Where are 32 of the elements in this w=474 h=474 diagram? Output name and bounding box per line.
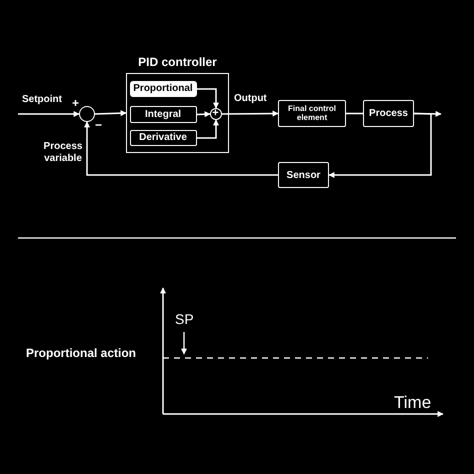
connector-arrow: [196, 111, 211, 118]
summing-junction: [79, 106, 95, 122]
block-label: Sensor: [286, 170, 320, 180]
block-box: [130, 80, 196, 96]
edge-label: Setpoint: [22, 94, 62, 106]
connector-arrow: [197, 88, 219, 109]
connector-arrow: [94, 110, 127, 116]
axis-label: Proportional action: [26, 346, 136, 360]
edge-label: Process variable: [42, 141, 84, 165]
block-box: [278, 162, 329, 188]
block-label: Final control element: [287, 104, 337, 122]
block-box: [130, 130, 196, 146]
connector-arrow: [18, 111, 80, 117]
axis-label: Time: [394, 393, 432, 414]
block-box: [278, 100, 346, 127]
connector-arrow: [222, 110, 279, 117]
block-label: Proportional: [133, 83, 193, 94]
summing-junction: [210, 108, 222, 120]
sign-label: −: [95, 118, 102, 132]
connector-arrow: [328, 112, 432, 178]
group-title: PID controller: [137, 56, 218, 70]
block-label: Process: [369, 108, 408, 119]
block-box: [130, 106, 196, 122]
connector-arrow: [197, 119, 219, 139]
plus-sign: +: [212, 108, 219, 119]
connector-arrow: [84, 121, 278, 176]
block-label: Integral: [144, 108, 182, 120]
block-label: Derivative: [139, 132, 187, 143]
marker-label: SP: [175, 311, 194, 328]
block-box: [363, 100, 414, 127]
edge-label: Output: [234, 93, 267, 105]
sign-label: +: [72, 96, 80, 110]
